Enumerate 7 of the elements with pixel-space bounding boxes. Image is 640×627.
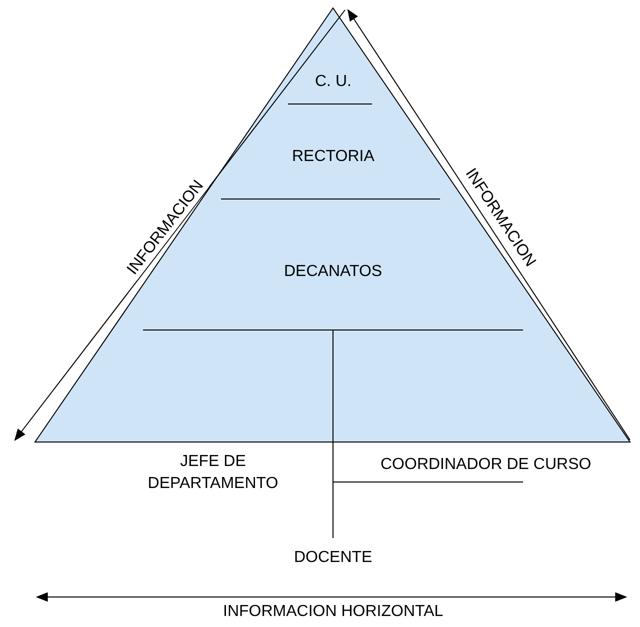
role-label: COORDINADOR DE CURSO (380, 455, 592, 475)
role-label: DOCENTE (294, 548, 372, 568)
level-label: RECTORIA (292, 147, 374, 167)
level-label: DECANATOS (284, 262, 382, 282)
arrow-label: INFORMACION HORIZONTAL (223, 602, 444, 622)
level-label: C. U. (315, 72, 352, 92)
role-label: JEFE DE DEPARTAMENTO (146, 452, 280, 494)
